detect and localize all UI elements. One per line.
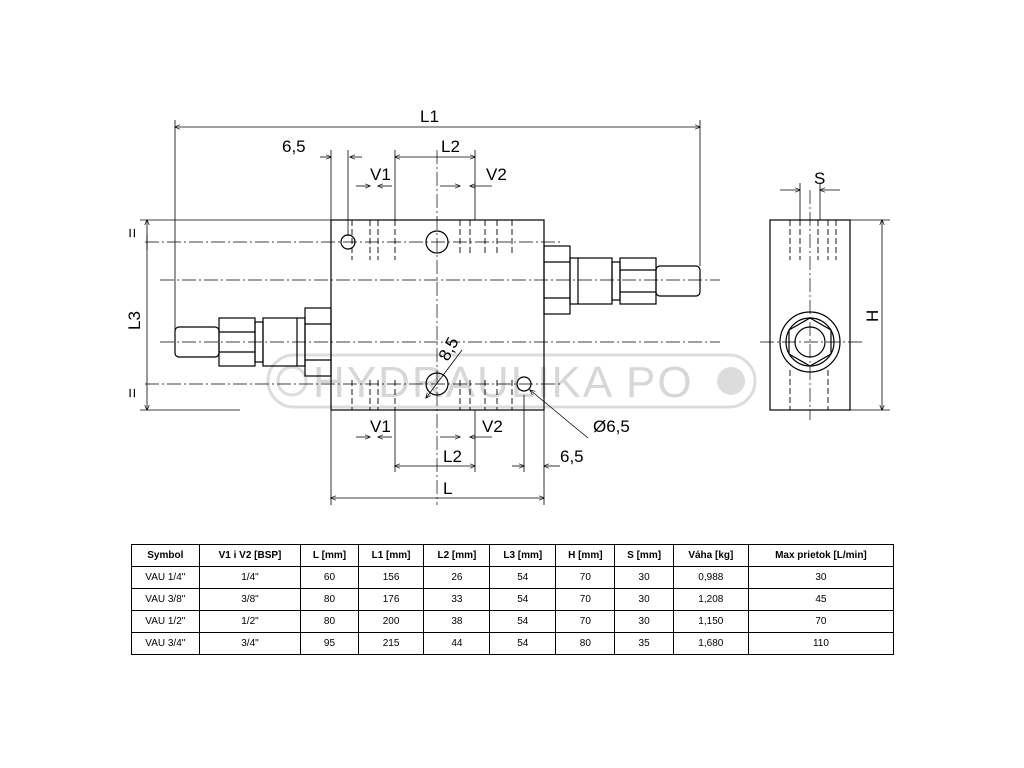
table-cell: 156 — [357, 566, 425, 589]
table-cell: 0,988 — [672, 566, 749, 589]
table-cell: 35 — [614, 632, 674, 655]
table-cell: VAU 3/4" — [131, 632, 200, 655]
label-L3: L3 — [125, 311, 144, 330]
table-header-cell: Váha [kg] — [672, 544, 749, 567]
table-cell: 54 — [489, 632, 557, 655]
right-cartridge — [543, 245, 701, 315]
table-cell: 54 — [489, 566, 557, 589]
label-H: H — [863, 310, 882, 322]
table-cell: 60 — [300, 566, 359, 589]
label-V2-bottom: V2 — [482, 417, 503, 436]
table-cell: 95 — [300, 632, 359, 655]
table-cell: 3/8" — [198, 588, 302, 611]
table-cell: 30 — [614, 566, 674, 589]
table-cell: 1,150 — [672, 610, 749, 633]
front-view — [145, 150, 720, 505]
table-cell: 30 — [614, 588, 674, 611]
table-header-cell: Symbol — [131, 544, 200, 567]
watermark: HYDRAULIKA PO — [266, 353, 757, 409]
table-cell: 80 — [300, 610, 359, 633]
table-cell: 30 — [747, 566, 895, 589]
table-cell: 70 — [555, 566, 616, 589]
label-V2-top: V2 — [486, 165, 507, 184]
table-header-cell: Max prietok [L/min] — [747, 544, 895, 567]
label-L: L — [443, 479, 452, 498]
side-view — [760, 190, 862, 420]
table-header-cell: V1 i V2 [BSP] — [198, 544, 302, 567]
table-cell: 54 — [489, 588, 557, 611]
label-6-5-bottom: 6,5 — [560, 447, 584, 466]
table-cell: 1,680 — [672, 632, 749, 655]
table-cell: 30 — [614, 610, 674, 633]
technical-drawing: HYDRAULIKA PO — [123, 107, 890, 505]
side-body — [769, 219, 851, 411]
left-cartridge — [174, 307, 332, 377]
table-cell: 176 — [357, 588, 425, 611]
table-header-cell: H [mm] — [555, 544, 616, 567]
table-cell: 70 — [555, 588, 616, 611]
table-cell: 70 — [747, 610, 895, 633]
table-cell: 1/4" — [198, 566, 302, 589]
table-cell: 54 — [489, 610, 557, 633]
table-header-cell: S [mm] — [614, 544, 674, 567]
label-L2-top: L2 — [441, 137, 460, 156]
dimension-labels: L1 6,5 L2 V1 V2 V1 V2 L2 6,5 L Ø6,5 8,5 … — [123, 107, 630, 498]
table-header-cell: L1 [mm] — [357, 544, 425, 567]
table-cell: VAU 3/8" — [131, 588, 200, 611]
table-cell: 80 — [555, 632, 616, 655]
table-cell: 26 — [423, 566, 491, 589]
table-cell: 45 — [747, 588, 895, 611]
table-cell: 38 — [423, 610, 491, 633]
label-L1: L1 — [420, 107, 439, 126]
table-cell: 1,208 — [672, 588, 749, 611]
label-V1-top: V1 — [370, 165, 391, 184]
label-eq-top: = — [123, 228, 142, 238]
table-header-cell: L3 [mm] — [489, 544, 557, 567]
table-cell: 80 — [300, 588, 359, 611]
label-eq-bottom: = — [123, 388, 142, 398]
side-dimensions — [780, 183, 890, 410]
table-cell: 1/2" — [198, 610, 302, 633]
table-cell: 70 — [555, 610, 616, 633]
table-cell: 200 — [357, 610, 425, 633]
table-cell: 3/4" — [198, 632, 302, 655]
label-S: S — [814, 169, 825, 188]
watermark-text: HYDRAULIKA PO — [313, 358, 694, 407]
label-V1-bottom: V1 — [370, 417, 391, 436]
table-header-cell: L [mm] — [300, 544, 359, 567]
table-cell: 215 — [357, 632, 425, 655]
label-hole-diameter: Ø6,5 — [593, 417, 630, 436]
table-cell: VAU 1/2" — [131, 610, 200, 633]
dimensions — [140, 120, 700, 505]
table-cell: VAU 1/4" — [131, 566, 200, 589]
table-cell: 33 — [423, 588, 491, 611]
table-cell: 110 — [747, 632, 895, 655]
table-cell: 44 — [423, 632, 491, 655]
label-L2-bottom: L2 — [443, 447, 462, 466]
label-6-5-top: 6,5 — [282, 137, 306, 156]
table-header-cell: L2 [mm] — [423, 544, 491, 567]
